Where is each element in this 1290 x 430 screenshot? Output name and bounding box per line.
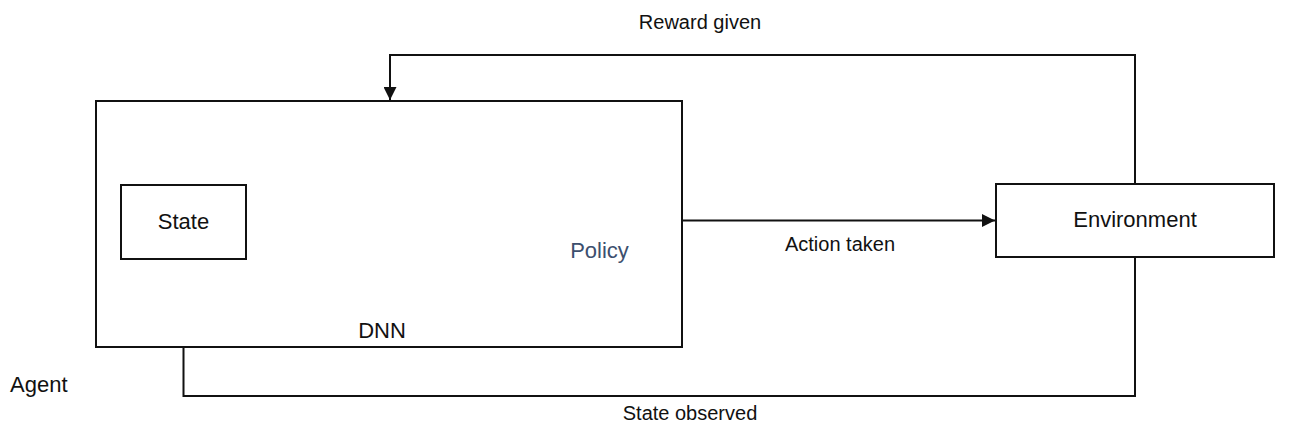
agent-box: AgentStateDNNPolicy xyxy=(95,100,683,348)
dnn-node: DNN xyxy=(292,114,472,344)
node-label: Agent xyxy=(10,372,68,398)
node-label: DNN xyxy=(358,318,406,344)
node-label: Policy xyxy=(570,238,629,264)
edge-label: Reward given xyxy=(635,10,765,34)
state-box: State xyxy=(120,184,247,260)
node-label: State xyxy=(158,209,209,235)
environment-box: Environment xyxy=(995,183,1275,258)
edge-label: State observed xyxy=(619,401,762,425)
policy-node: Policy xyxy=(532,137,667,264)
node-label: Environment xyxy=(1073,207,1197,233)
flow-arrow xyxy=(667,220,995,222)
edge-label: Action taken xyxy=(781,232,899,256)
